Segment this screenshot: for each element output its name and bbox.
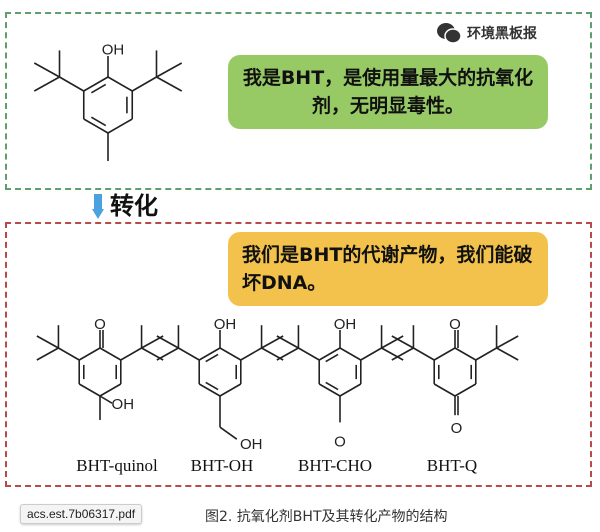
ring-bond (107, 76, 133, 92)
ring-bond (83, 76, 109, 92)
ring-bond (433, 383, 456, 397)
ring-bond (318, 347, 341, 361)
ring-bond (99, 383, 122, 397)
methyl-bond (276, 335, 299, 349)
ring-bond (107, 118, 133, 134)
ring-bond (454, 383, 477, 397)
methyl-bond (156, 335, 179, 349)
product-label: BHT-quinol (76, 456, 158, 475)
ring-bond (78, 383, 101, 397)
tert-butyl-bond (475, 347, 497, 361)
tert-butyl-bond (298, 347, 320, 361)
atom-label: O (449, 316, 461, 333)
bht-section-box (5, 12, 592, 190)
hydroxyl-bond (219, 426, 238, 440)
methyl-bond (496, 335, 519, 349)
double-bond (205, 353, 219, 363)
methyl-bond (36, 335, 59, 349)
tert-butyl-bond (360, 347, 382, 361)
ring-bond (83, 118, 109, 134)
conversion-label: 转化 (110, 192, 158, 220)
ring-bond (198, 347, 221, 361)
ring-bond (339, 383, 362, 397)
ring-bond (99, 347, 122, 361)
wechat-icon (437, 23, 462, 44)
file-tooltip: acs.est.7b06317.pdf (20, 504, 143, 524)
double-bond (90, 116, 107, 127)
methyl-bond (381, 335, 404, 349)
double-bond (325, 381, 339, 391)
tert-butyl-bond (413, 347, 435, 361)
methyl-bond (391, 347, 414, 361)
bht-speech-bubble: 我是BHT，是使用量最大的抗氧化剂，无明显毒性。 (228, 55, 548, 129)
double-bond (325, 353, 339, 363)
tert-butyl-bond (120, 347, 142, 361)
methyl-bond (276, 347, 299, 361)
ring-bond (318, 383, 341, 397)
methyl-bond (156, 62, 183, 78)
ring-bond (433, 347, 456, 361)
tert-butyl-bond (178, 347, 200, 361)
methyl-bond (156, 76, 183, 92)
methyl-bond (496, 347, 519, 361)
methyl-bond (391, 335, 414, 349)
ring-bond (78, 347, 101, 361)
atom-label: OH (334, 316, 357, 333)
atom-label: O (94, 316, 106, 333)
atom-label: OH (102, 42, 125, 59)
methyl-bond (36, 347, 59, 361)
methyl-bond (381, 347, 404, 361)
double-bond (205, 381, 219, 391)
methyl-bond (33, 62, 60, 78)
double-bond (90, 83, 107, 94)
ring-bond (198, 383, 221, 397)
metabolite-speech-bubble: 我们是BHT的代谢产物，我们能破坏DNA。 (228, 232, 548, 306)
figure-caption: 图2. 抗氧化剂BHT及其转化产物的结构 (205, 509, 448, 525)
down-arrow-icon (92, 194, 104, 219)
methyl-bond (33, 76, 60, 92)
product-label: BHT-Q (426, 456, 478, 475)
ring-bond (219, 347, 242, 361)
watermark: 环境黑板报 (436, 22, 537, 44)
product-label: BHT-CHO (298, 456, 372, 475)
tert-butyl-bond (131, 76, 157, 92)
tert-butyl-bond (58, 347, 80, 361)
tert-butyl-bond (240, 347, 262, 361)
atom-label: OH (112, 396, 135, 413)
tert-butyl-bond (59, 76, 85, 92)
ring-bond (219, 383, 242, 397)
methyl-bond (156, 347, 179, 361)
atom-label: O (451, 420, 463, 437)
hydroxyl-bond (99, 395, 113, 404)
watermark-text: 环境黑板报 (467, 26, 537, 42)
metabolites-section-box (5, 222, 592, 487)
ring-bond (339, 347, 362, 361)
atom-label: O (334, 433, 346, 450)
atom-label: OH (214, 316, 237, 333)
ring-bond (454, 347, 477, 361)
product-label: BHT-OH (190, 456, 254, 475)
atom-label: OH (240, 436, 263, 453)
